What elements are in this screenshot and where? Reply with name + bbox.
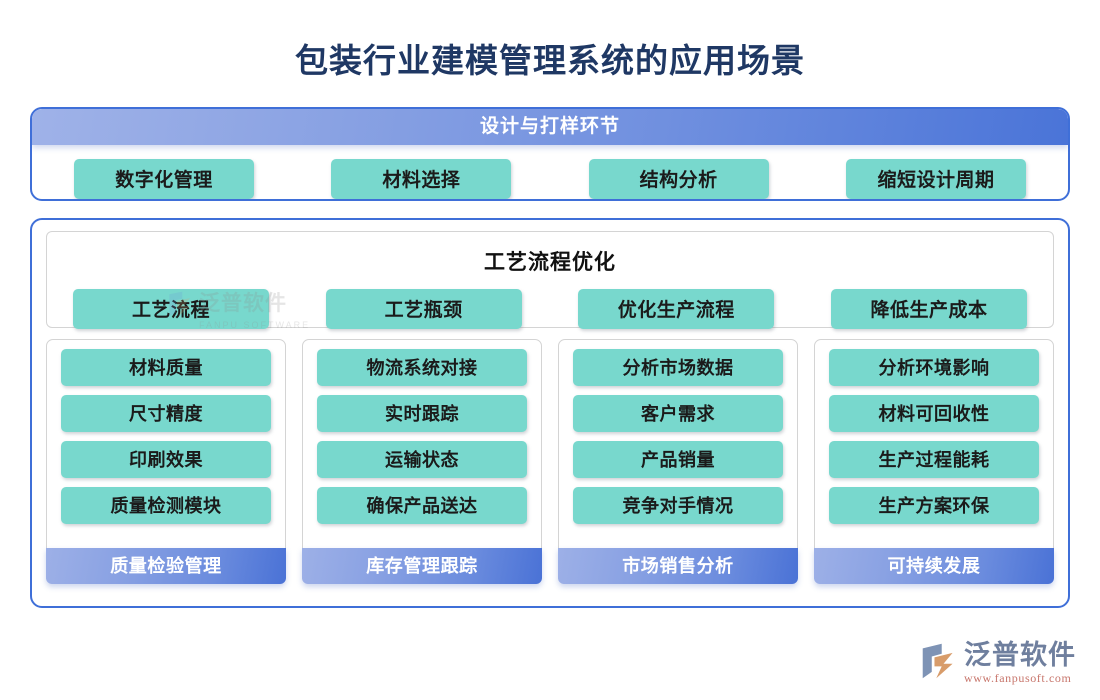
- process-optimization-title: 工艺流程优化: [484, 251, 616, 274]
- column-item-pill[interactable]: 生产过程能耗: [829, 441, 1039, 478]
- brand-logo: 泛普软件 www.fanpusoft.com: [920, 641, 1076, 686]
- section-design-and-proofing: 设计与打样环节 数字化管理 材料选择 结构分析 缩短设计周期: [30, 107, 1070, 201]
- column-items: 分析市场数据 客户需求 产品销量 竞争对手情况: [559, 340, 797, 548]
- process-item-pill[interactable]: 降低生产成本: [830, 289, 1027, 329]
- design-item-pill[interactable]: 结构分析: [588, 159, 769, 199]
- column-item-pill[interactable]: 确保产品送达: [317, 487, 527, 524]
- column-card-sustainable-development: 分析环境影响 材料可回收性 生产过程能耗 生产方案环保 可持续发展: [814, 339, 1054, 584]
- column-item-pill[interactable]: 竞争对手情况: [573, 487, 783, 524]
- page-title: 包装行业建模管理系统的应用场景: [295, 42, 805, 79]
- section-design-pill-row: 数字化管理 材料选择 结构分析 缩短设计周期: [32, 145, 1068, 199]
- column-item-pill[interactable]: 生产方案环保: [829, 487, 1039, 524]
- columns-row: 材料质量 尺寸精度 印刷效果 质量检测模块 质量检验管理 物流系统对接 实时跟踪…: [46, 339, 1054, 584]
- column-items: 分析环境影响 材料可回收性 生产过程能耗 生产方案环保: [815, 340, 1053, 548]
- column-items: 物流系统对接 实时跟踪 运输状态 确保产品送达: [303, 340, 541, 548]
- design-item-pill[interactable]: 缩短设计周期: [845, 159, 1026, 199]
- column-item-pill[interactable]: 材料质量: [61, 349, 271, 386]
- column-item-pill[interactable]: 材料可回收性: [829, 395, 1039, 432]
- section-process-container: 工艺流程优化 工艺流程 工艺瓶颈 优化生产流程 降低生产成本 材料质量 尺寸精度…: [30, 218, 1070, 608]
- column-item-pill[interactable]: 分析环境影响: [829, 349, 1039, 386]
- column-footer-label[interactable]: 市场销售分析: [558, 548, 798, 584]
- column-item-pill[interactable]: 分析市场数据: [573, 349, 783, 386]
- column-footer-label[interactable]: 质量检验管理: [46, 548, 286, 584]
- subcard-process-optimization: 工艺流程优化 工艺流程 工艺瓶颈 优化生产流程 降低生产成本: [46, 231, 1054, 329]
- column-item-pill[interactable]: 质量检测模块: [61, 487, 271, 524]
- design-item-pill[interactable]: 材料选择: [331, 159, 512, 199]
- column-footer-label[interactable]: 可持续发展: [814, 548, 1054, 584]
- process-item-pill[interactable]: 工艺流程: [73, 289, 269, 329]
- process-item-pill[interactable]: 工艺瓶颈: [325, 289, 522, 329]
- column-card-inventory-tracking: 物流系统对接 实时跟踪 运输状态 确保产品送达 库存管理跟踪: [302, 339, 542, 584]
- design-item-pill[interactable]: 数字化管理: [74, 159, 254, 199]
- column-item-pill[interactable]: 尺寸精度: [61, 395, 271, 432]
- fanpu-logo-icon: [922, 643, 953, 679]
- column-item-pill[interactable]: 产品销量: [573, 441, 783, 478]
- section-design-band-label: 设计与打样环节: [32, 109, 1068, 145]
- process-optimization-pill-row: 工艺流程 工艺瓶颈 优化生产流程 降低生产成本: [47, 276, 1053, 329]
- brand-name-cn: 泛普软件: [964, 640, 1076, 670]
- column-items: 材料质量 尺寸精度 印刷效果 质量检测模块: [47, 340, 285, 548]
- column-item-pill[interactable]: 运输状态: [317, 441, 527, 478]
- column-item-pill[interactable]: 印刷效果: [61, 441, 271, 478]
- process-item-pill[interactable]: 优化生产流程: [578, 289, 775, 329]
- column-item-pill[interactable]: 实时跟踪: [317, 395, 527, 432]
- column-card-market-sales-analysis: 分析市场数据 客户需求 产品销量 竞争对手情况 市场销售分析: [558, 339, 798, 584]
- column-card-quality-inspection: 材料质量 尺寸精度 印刷效果 质量检测模块 质量检验管理: [46, 339, 286, 584]
- column-item-pill[interactable]: 客户需求: [573, 395, 783, 432]
- brand-url: www.fanpusoft.com: [964, 671, 1072, 685]
- column-item-pill[interactable]: 物流系统对接: [317, 349, 527, 386]
- column-footer-label[interactable]: 库存管理跟踪: [302, 548, 542, 584]
